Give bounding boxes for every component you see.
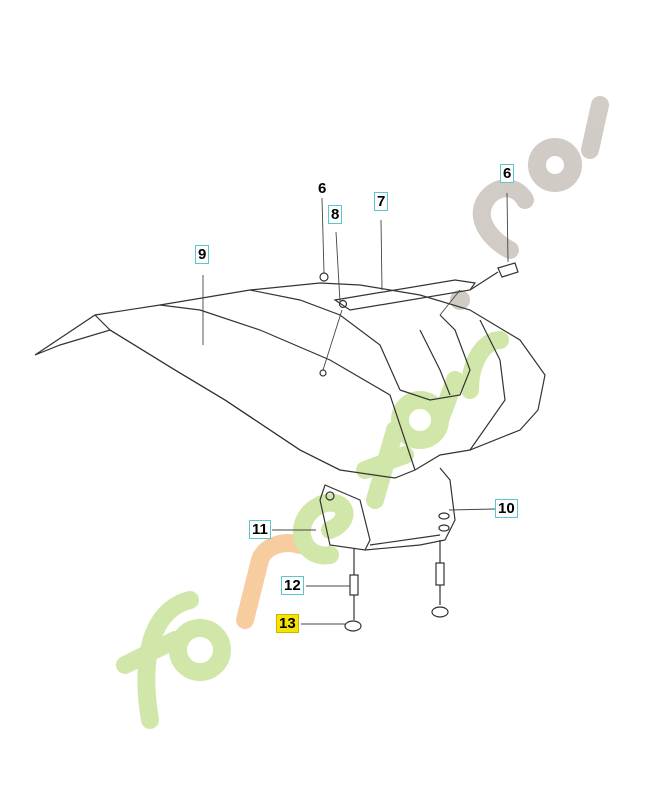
callout-7[interactable]: 7 [374,192,389,211]
callout-9[interactable]: 9 [195,245,210,264]
watermark-logo [116,96,609,729]
callout-6-nut: 6 [316,180,329,197]
callout-8[interactable]: 8 [328,205,343,224]
callout-10[interactable]: 10 [495,499,518,518]
callout-13-highlighted[interactable]: 13 [276,614,299,633]
callout-12[interactable]: 12 [281,576,304,595]
fender-drawing [34,192,546,632]
callout-11[interactable]: 11 [249,520,271,539]
callout-6-bolt[interactable]: 6 [500,164,515,183]
